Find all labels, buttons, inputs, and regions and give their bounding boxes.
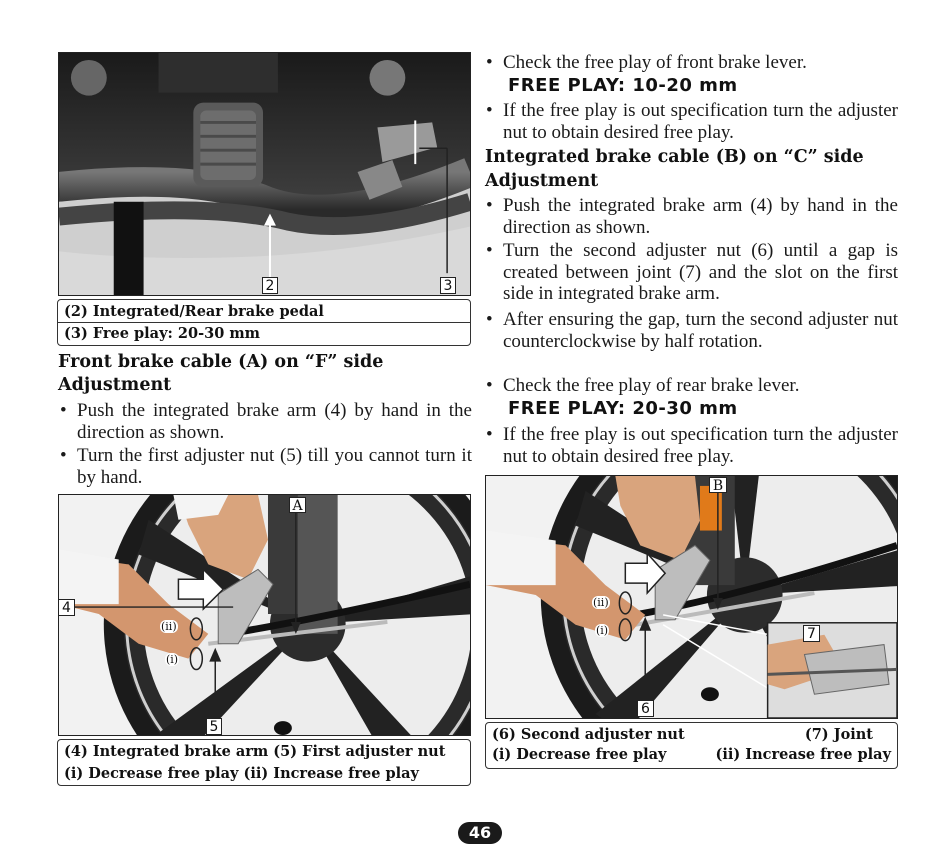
bullet-text: Turn the first adjuster nut (5) till you…	[77, 445, 472, 488]
front-brake-heading: Front brake cable (A) on “F” side	[58, 352, 384, 372]
bullet-dot: •	[486, 100, 493, 121]
callout-a: A	[289, 497, 306, 514]
caption-line: (6) Second adjuster nut	[492, 726, 685, 743]
front-wheel-caption: (4) Integrated brake arm (5) First adjus…	[57, 739, 471, 786]
bullet-dot: •	[60, 400, 67, 421]
list-item: • Check the free play of front brake lev…	[486, 52, 898, 74]
front-brake-heading-sub: Adjustment	[58, 375, 172, 395]
front-wheel-photo	[58, 494, 471, 736]
caption-line: (7) Joint	[804, 726, 873, 743]
bullet-text: Push the integrated brake arm (4) by han…	[503, 195, 898, 238]
integrated-brake-heading: Integrated brake cable (B) on “C” side	[485, 147, 864, 167]
bullet-dot: •	[486, 375, 493, 396]
bullet-text: If the free play is out specification tu…	[503, 424, 898, 467]
bullet-text: Check the free play of front brake lever…	[503, 52, 807, 73]
callout-3: 3	[440, 277, 456, 294]
callout-7: 7	[803, 625, 820, 642]
bullet-text: Check the free play of rear brake lever.	[503, 375, 800, 396]
integrated-cable-illustration	[486, 476, 897, 718]
mark-decrease: (i)	[165, 653, 180, 666]
callout-b: B	[709, 477, 727, 494]
callout-5: 5	[206, 718, 222, 735]
bullet-text: If the free play is out specification tu…	[503, 100, 898, 143]
bullet-text: Turn the second adjuster nut (6) until a…	[503, 240, 898, 304]
mark-increase: (ii)	[160, 620, 178, 633]
list-item: • Push the integrated brake arm (4) by h…	[486, 195, 898, 238]
list-item: • Turn the second adjuster nut (6) until…	[486, 240, 898, 305]
front-wheel-illustration	[59, 495, 470, 735]
integrated-cable-photo	[485, 475, 898, 719]
bullet-dot: •	[486, 52, 493, 73]
list-item: • Turn the first adjuster nut (5) till y…	[60, 445, 472, 488]
list-item: • Push the integrated brake arm (4) by h…	[60, 400, 472, 443]
bullet-dot: •	[60, 445, 67, 466]
brake-pedal-illustration	[59, 53, 470, 295]
bullet-dot: •	[486, 240, 493, 261]
brake-pedal-caption: (2) Integrated/Rear brake pedal (3) Free…	[57, 299, 471, 346]
callout-6: 6	[637, 700, 654, 717]
caption-line: (ii) Increase free play	[715, 746, 891, 763]
list-item: • If the free play is out specification …	[486, 424, 898, 467]
brake-pedal-photo	[58, 52, 471, 296]
caption-divider	[58, 322, 470, 323]
page-number: 46	[458, 822, 502, 844]
callout-4: 4	[58, 599, 75, 616]
list-item: • If the free play is out specification …	[486, 100, 898, 143]
caption-line: (3) Free play: 20-30 mm	[64, 325, 261, 342]
bullet-text: After ensuring the gap, turn the second …	[503, 309, 898, 352]
callout-2: 2	[262, 277, 278, 294]
list-item: • Check the free play of rear brake leve…	[486, 375, 898, 397]
mark-decrease: (i)	[595, 624, 610, 637]
bullet-dot: •	[486, 424, 493, 445]
mark-increase: (ii)	[592, 596, 610, 609]
bullet-dot: •	[486, 195, 493, 216]
bullet-dot: •	[486, 309, 493, 330]
bullet-text: Push the integrated brake arm (4) by han…	[77, 400, 472, 443]
list-item: • After ensuring the gap, turn the secon…	[486, 309, 898, 352]
free-play-rear: FREE PLAY: 20-30 mm	[508, 398, 738, 419]
integrated-cable-caption: (6) Second adjuster nut (7) Joint (i) De…	[485, 722, 898, 769]
caption-line: (i) Decrease free play	[492, 746, 667, 763]
free-play-front: FREE PLAY: 10-20 mm	[508, 75, 738, 96]
caption-line: (4) Integrated brake arm (5) First adjus…	[64, 743, 446, 760]
integrated-brake-heading-sub: Adjustment	[485, 171, 599, 191]
caption-line: (i) Decrease free play (ii) Increase fre…	[64, 765, 419, 782]
caption-line: (2) Integrated/Rear brake pedal	[64, 303, 324, 320]
